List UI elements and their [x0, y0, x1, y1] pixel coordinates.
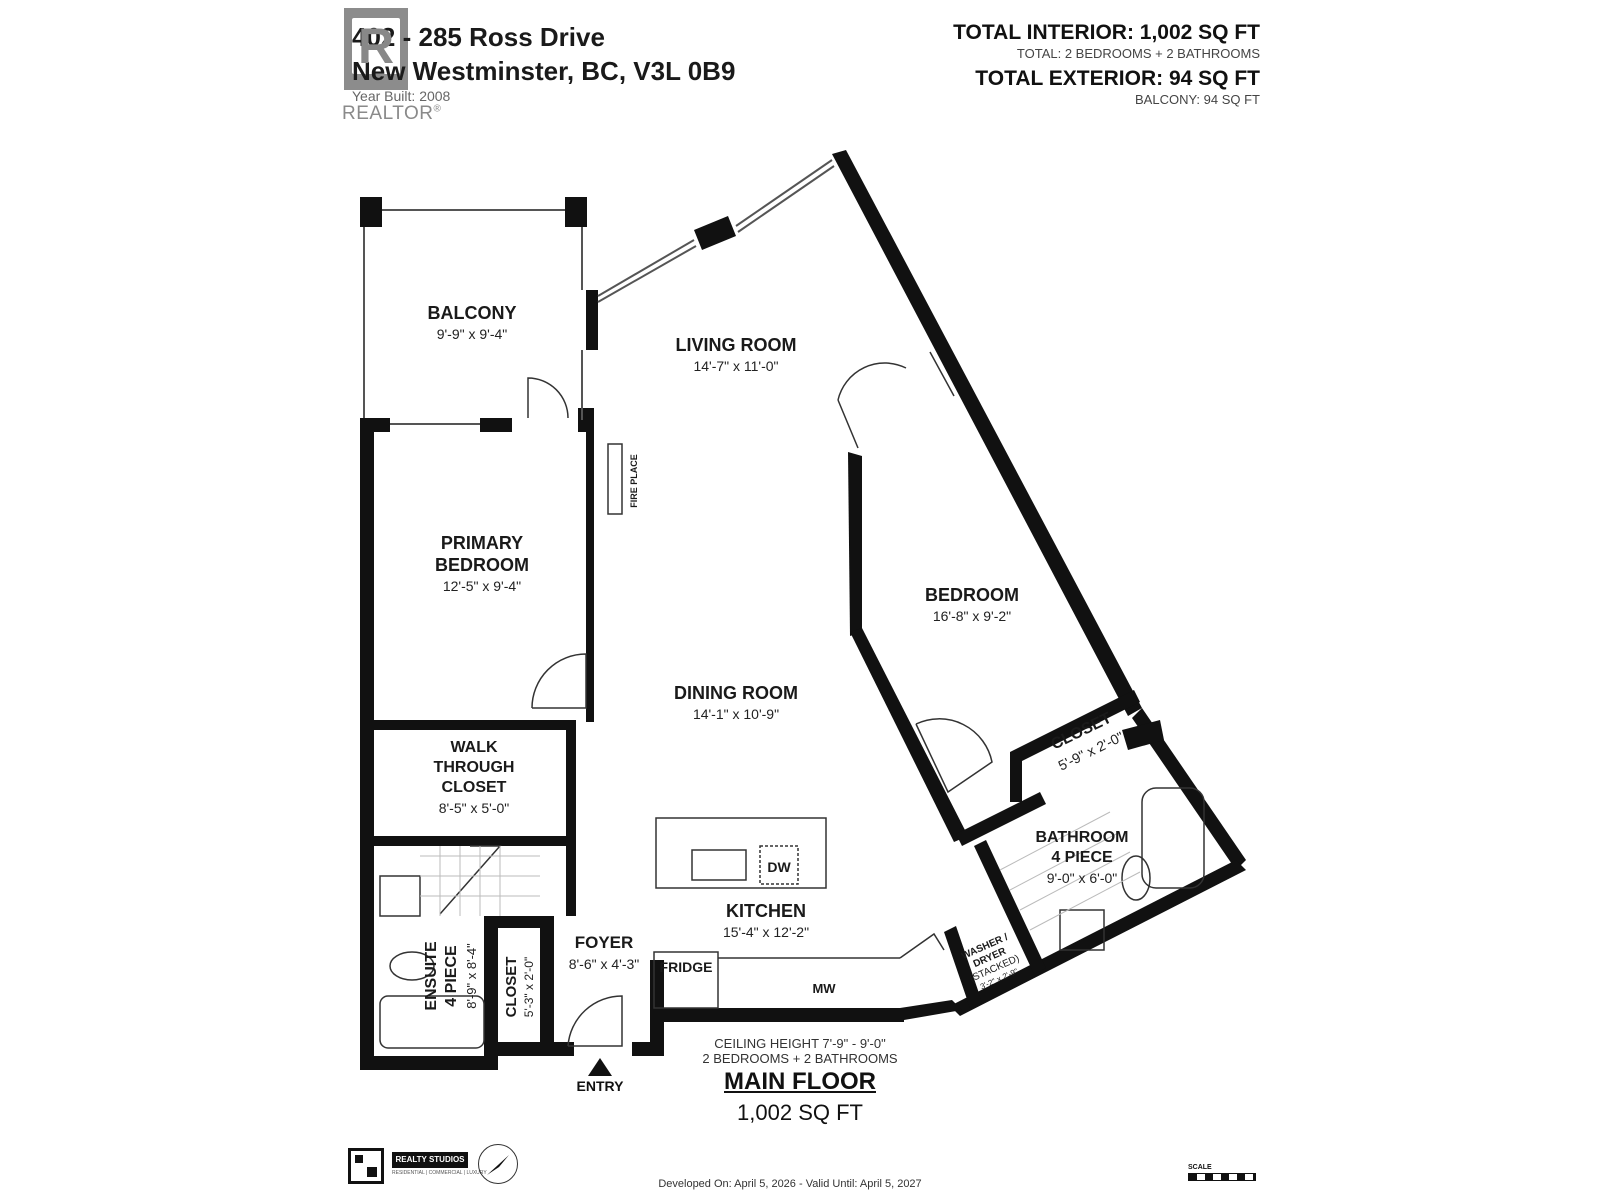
wall [566, 720, 576, 850]
ceiling-info: CEILING HEIGHT 7'-9" - 9'-0" 2 BEDROOMS … [702, 1036, 898, 1066]
fireplace [607, 443, 623, 515]
scale-bar: SCALE [1188, 1164, 1256, 1181]
ensuite-tub [379, 995, 485, 1049]
microwave-label: MW [812, 981, 836, 996]
room-bathroom: BATHROOM 4 PIECE 9'-0" x 6'-0" [1035, 829, 1129, 886]
wall [586, 430, 594, 722]
fridge [653, 951, 719, 1009]
door-swing [915, 718, 993, 794]
logo-mark: R [358, 18, 395, 74]
fridge-label: FRIDGE [659, 959, 713, 975]
total-exterior: TOTAL EXTERIOR: 94 SQ FT [975, 67, 1260, 90]
room-dining: DINING ROOM 14'-1" x 10'-9" [674, 683, 798, 722]
area-summary: TOTAL INTERIOR: 1,002 SQ FT TOTAL: 2 BED… [953, 20, 1260, 112]
door-swing [837, 351, 955, 449]
address-line-1: 402 - 285 Ross Drive [352, 22, 605, 52]
east-wall [1132, 708, 1246, 870]
address-block: 402 - 285 Ross Drive New Westminster, BC… [352, 20, 735, 104]
wall [480, 418, 512, 432]
fireplace-label: FIRE PLACE [629, 454, 639, 508]
total-interior: TOTAL INTERIOR: 1,002 SQ FT [953, 21, 1260, 44]
exterior-sub: BALCONY: 94 SQ FT [1135, 92, 1260, 107]
window [737, 165, 835, 233]
kitchen-island [655, 817, 827, 889]
door-swing [531, 653, 587, 709]
door-swing [567, 995, 623, 1047]
dishwasher [759, 845, 799, 885]
sink [691, 849, 747, 881]
validity-dates: Developed On: April 5, 2026 - Valid Unti… [658, 1178, 922, 1190]
closet-wall [1010, 690, 1140, 764]
ensuite-sink [379, 875, 421, 917]
door-swing [527, 377, 569, 419]
wall [484, 916, 554, 928]
window [597, 245, 697, 303]
room-foyer-closet: CLOSET 5'-3" x 2'-0" [503, 956, 536, 1018]
dishwasher-label: DW [767, 859, 791, 875]
west-wall [360, 418, 374, 1070]
wall [540, 916, 554, 1056]
bathroom-tub [1141, 787, 1205, 889]
east-wall [832, 150, 1142, 716]
wall [566, 840, 576, 916]
realtor-wordmark: REALTOR® [342, 103, 442, 124]
qr-code [348, 1148, 384, 1184]
kitchen-south-wall [650, 1008, 904, 1022]
wall [484, 1042, 574, 1056]
room-ensuite: ENSUITE 4 PIECE 8'-9" x 8'-4" [423, 941, 479, 1011]
wall [1122, 720, 1164, 750]
wall [694, 216, 736, 250]
entry-label: ENTRY [576, 1078, 624, 1094]
room-walk-through-closet: WALK THROUGH CLOSET 8'-5" x 5'-0" [433, 739, 515, 816]
tile-pattern [420, 846, 540, 916]
counter [899, 932, 945, 959]
balcony-post [360, 197, 382, 227]
window [735, 159, 833, 227]
wall [900, 1000, 962, 1020]
realty-studios-tagline: RESIDENTIAL | COMMERCIAL | LUXURY [392, 1170, 487, 1176]
bedroom-wall [848, 452, 862, 636]
wall [1010, 752, 1022, 802]
ensuite-toilet [389, 951, 435, 981]
room-bedroom: BEDROOM 16'-8" x 9'-2" [925, 585, 1019, 624]
window [597, 239, 695, 297]
room-foyer: FOYER 8'-6" x 4'-3" [568, 933, 640, 972]
south-wall [360, 1056, 496, 1070]
room-kitchen: KITCHEN 15'-4" x 12'-2" [722, 901, 810, 940]
wall [484, 916, 498, 1070]
bathroom-toilet [1121, 855, 1151, 901]
north-arrow-icon [478, 1144, 518, 1184]
realty-studios-logo: REALTY STUDIOS [392, 1152, 468, 1168]
floor-area: 1,002 SQ FT [737, 1100, 863, 1125]
door-swing [837, 362, 907, 401]
bathroom-sink [1059, 909, 1105, 951]
tile-pattern [999, 811, 1141, 931]
balcony-post [565, 197, 587, 227]
south-east-wall [950, 860, 1246, 1016]
address-line-2: New Westminster, BC, V3L 0B9 [352, 56, 736, 86]
realtor-logo: R [344, 8, 408, 90]
wall [578, 408, 594, 432]
room-living: LIVING ROOM 14'-7" x 11'-0" [675, 335, 797, 374]
wall [956, 792, 1046, 846]
interior-sub: TOTAL: 2 BEDROOMS + 2 BATHROOMS [1016, 46, 1260, 61]
room-primary-bedroom: PRIMARY BEDROOM 12'-5" x 9'-4" [435, 533, 529, 594]
wall [974, 840, 1046, 974]
wall [586, 290, 598, 350]
bedroom-wall [850, 628, 968, 842]
wall [944, 926, 982, 1008]
entry-arrow [588, 1058, 612, 1076]
year-built: Year Built: 2008 [352, 88, 451, 104]
room-balcony: BALCONY 9'-9" x 9'-4" [427, 303, 517, 342]
wall [374, 836, 574, 846]
floor-title: MAIN FLOOR [724, 1068, 876, 1095]
wall [374, 720, 574, 730]
